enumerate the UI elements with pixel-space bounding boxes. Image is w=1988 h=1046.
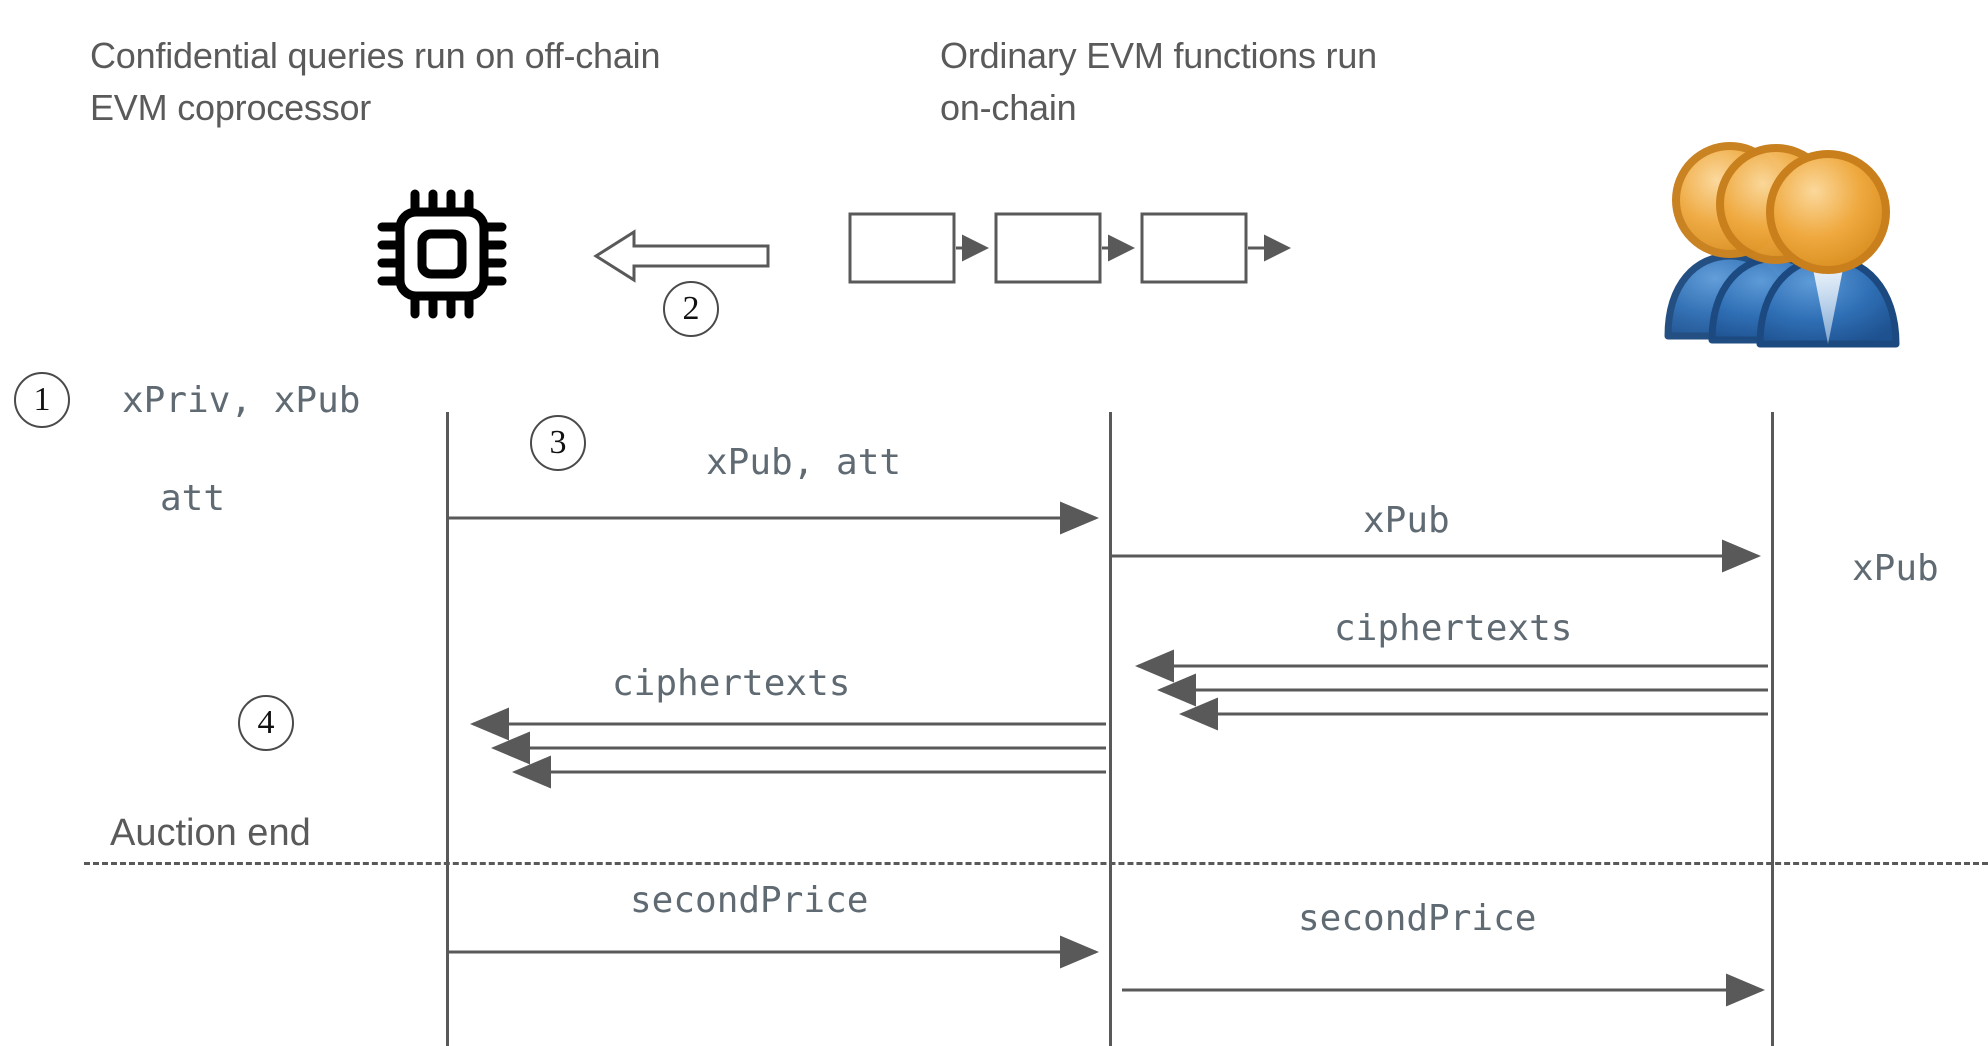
step-badge-2: 2	[663, 281, 719, 337]
label-xpriv-xpub: xPriv, xPub	[122, 380, 361, 421]
step-badge-1: 1	[14, 372, 70, 428]
block-arrow-left-icon	[592, 228, 772, 284]
users-group-icon	[1650, 108, 1910, 348]
label-ciphertexts-left: ciphertexts	[612, 663, 851, 704]
chain-lifeline	[1109, 412, 1112, 1046]
label-secondprice-left: secondPrice	[630, 880, 869, 921]
label-xpub-att: xPub, att	[706, 442, 902, 483]
cpu-chip-icon	[372, 186, 512, 322]
blockchain-blocks	[848, 210, 1308, 290]
label-ciphertexts-right: ciphertexts	[1334, 608, 1573, 649]
coprocessor-lifeline	[446, 412, 449, 1046]
step-badge-3-label: 3	[549, 424, 567, 461]
label-secondprice-right: secondPrice	[1298, 898, 1537, 939]
auction-end-divider	[84, 862, 1988, 865]
auction-end-label: Auction end	[110, 812, 311, 854]
step-badge-2-label: 2	[682, 290, 700, 327]
label-xpub-mid: xPub	[1363, 500, 1450, 541]
step-badge-4-label: 4	[257, 704, 275, 741]
step-badge-3: 3	[530, 415, 586, 471]
heading-left: Confidential queries run on off-chain EV…	[90, 35, 661, 128]
label-att: att	[160, 478, 226, 519]
step-badge-4: 4	[238, 695, 294, 751]
users-lifeline	[1771, 412, 1774, 1046]
label-xpub-right: xPub	[1852, 548, 1939, 589]
step-badge-1-label: 1	[33, 381, 51, 418]
heading-right: Ordinary EVM functions run on-chain	[940, 35, 1377, 128]
